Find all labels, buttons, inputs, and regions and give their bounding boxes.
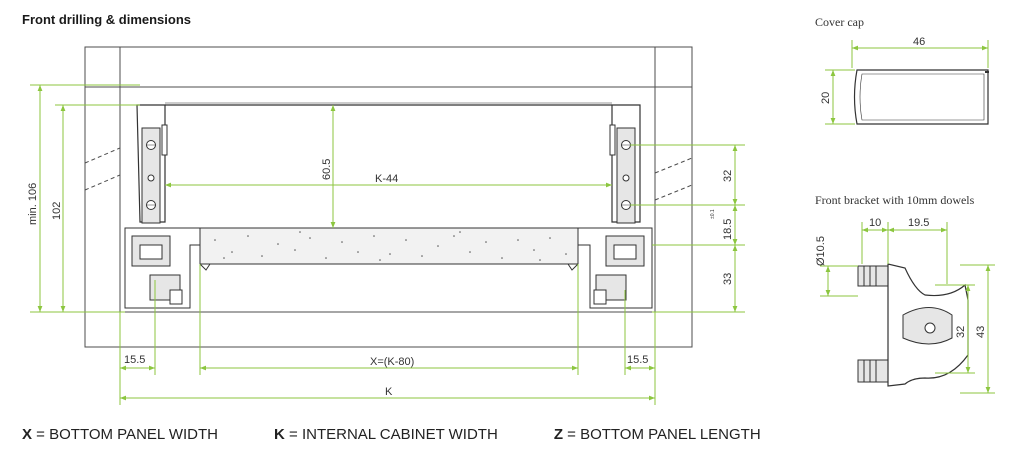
dim-k-44: K-44 [375,173,398,185]
right-bracket [577,124,653,309]
dim-18-5: 18.5 [722,219,734,240]
dim-x-formula: X=(K-80) [370,356,414,368]
front-bracket-title: Front bracket with 10mm dowels [815,193,975,207]
cover-cap-height: 20 [820,92,832,104]
dim-102: 102 [51,202,63,220]
legend: X = BOTTOM PANEL WIDTH K = INTERNAL CABI… [22,426,1014,443]
dim-33: 33 [722,273,734,285]
dimension-lines [30,84,745,405]
legend-item-k: K = INTERNAL CABINET WIDTH [274,426,498,443]
dim-k: K [385,386,393,398]
dim-15-5-left: 15.5 [124,354,145,366]
page-title: Front drilling & dimensions [22,12,191,27]
dim-15-5-right: 15.5 [627,354,648,366]
bracket-dowel-diameter: Ø10.5 [815,236,827,266]
bracket-dim-10: 10 [869,217,881,229]
drawer-front [136,102,641,223]
front-bracket-drawing [820,222,995,394]
legend-item-x: X = BOTTOM PANEL WIDTH [22,426,219,443]
bracket-dim-19-5: 19.5 [908,217,929,229]
cover-cap-title: Cover cap [815,15,864,29]
bottom-panel [199,227,579,271]
cabinet-outline [84,46,693,348]
bracket-dim-32: 32 [955,326,967,338]
cover-cap-width: 46 [913,36,925,48]
cover-cap-drawing [825,40,989,125]
dim-32: 32 [722,170,734,182]
dim-tolerance-note: ±0.1 [710,209,716,219]
bracket-dim-43: 43 [975,326,987,338]
dim-60-5: 60.5 [321,159,333,180]
legend-item-z: Z = BOTTOM PANEL LENGTH [553,426,761,443]
dim-min-106: min. 106 [27,183,39,225]
left-bracket [124,124,201,309]
